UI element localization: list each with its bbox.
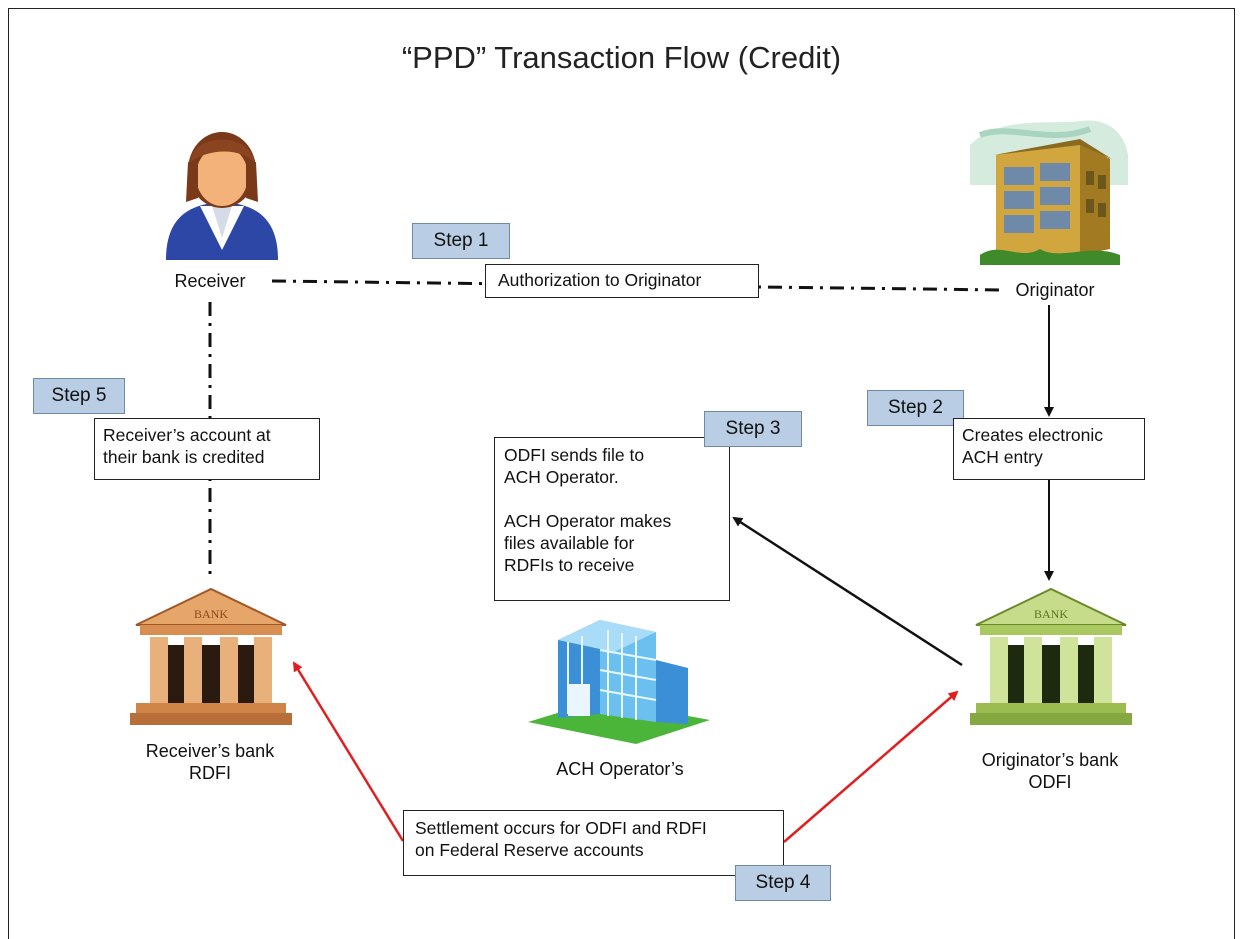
office-building-icon — [970, 120, 1128, 265]
step-3-text — [504, 488, 720, 510]
step-5-description: Receiver’s account at their bank is cred… — [94, 418, 320, 480]
person-icon — [166, 132, 278, 260]
settlement-to-odfi-arrow — [783, 690, 959, 843]
svg-text:BANK: BANK — [194, 607, 228, 621]
step-1-badge: Step 1 — [412, 223, 510, 259]
step-4-text: Settlement occurs for ODFI and RDFI — [415, 818, 707, 838]
step-5-text: their bank is credited — [103, 447, 265, 467]
odfi-label-line: Originator’s bank — [981, 750, 1119, 770]
step-3-text: ODFI sends file to — [504, 445, 645, 465]
step-2-description: Creates electronic ACH entry — [953, 418, 1145, 480]
odfi-label: Originator’s bank ODFI — [960, 749, 1140, 793]
step-4-badge: Step 4 — [735, 865, 831, 901]
step-4-description: Settlement occurs for ODFI and RDFI on F… — [403, 810, 784, 876]
ach-operator-label: ACH Operator’s — [556, 759, 684, 779]
ach-operator-building-icon — [528, 620, 710, 744]
step-3-badge: Step 3 — [704, 411, 802, 447]
svg-text:BANK: BANK — [1034, 607, 1068, 621]
step-3-text: RDFIs to receive — [504, 555, 635, 575]
step-4-text: on Federal Reserve accounts — [415, 840, 644, 860]
bank-building-icon: BANK — [970, 587, 1132, 725]
step-5-text: Receiver’s account at — [103, 425, 271, 445]
step-3-text: ACH Operator makes — [504, 511, 672, 531]
odfi-to-operator-arrow — [732, 516, 963, 667]
diagram-frame — [8, 8, 1235, 939]
rdfi-label-line: RDFI — [189, 763, 231, 783]
rdfi-label: Receiver’s bank RDFI — [120, 740, 300, 784]
diagram-title: “PPD” Transaction Flow (Credit) — [401, 40, 842, 75]
step-1-description: Authorization to Originator — [485, 264, 759, 298]
step-3-description: ODFI sends file to ACH Operator. ACH Ope… — [494, 437, 730, 601]
step-2-badge: Step 2 — [867, 390, 964, 426]
step-5-badge: Step 5 — [33, 378, 125, 414]
step-2-text: ACH entry — [962, 447, 1043, 467]
originator-label: Originator — [1015, 280, 1095, 300]
rdfi-label-line: Receiver’s bank — [145, 741, 275, 761]
receiver-label: Receiver — [174, 271, 246, 291]
step-1-text: Authorization to Originator — [498, 270, 702, 290]
step-3-text: files available for — [504, 533, 635, 553]
step-3-text: ACH Operator. — [504, 467, 619, 487]
odfi-label-line: ODFI — [1028, 772, 1072, 792]
step-2-text: Creates electronic — [962, 425, 1104, 445]
settlement-to-rdfi-arrow — [292, 661, 405, 842]
bank-building-icon: BANK — [130, 587, 292, 725]
